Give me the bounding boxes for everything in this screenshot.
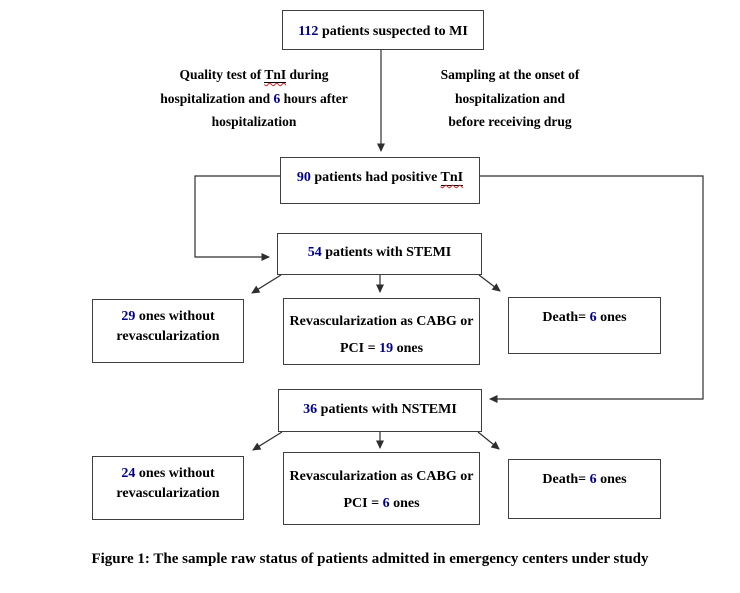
annotation-sampling-line2: hospitalization and [455, 90, 565, 106]
annotation-quality-line2: hospitalization and 6 hours after [140, 87, 368, 111]
nstemi-revasc-line2-post: ones [389, 496, 420, 511]
tni-term: TnI [264, 67, 287, 83]
stemi-no-revasc-count: 29 [121, 309, 136, 324]
stemi-revasc-line2-pre: PCI = [339, 341, 380, 356]
stemi-revasc-line2-post: ones [393, 341, 424, 356]
suspected-count: 112 [298, 24, 319, 39]
nstemi-death-pre: Death= [542, 472, 590, 487]
annotation-sampling: Sampling at the onset of hospitalization… [426, 63, 594, 134]
annotation-quality-test: Quality test of TnI during hospitalizati… [140, 63, 368, 134]
arrow-positive-to-stemi [194, 175, 280, 261]
node-stemi-no-revascularization: 29 ones without revascularization [92, 299, 244, 363]
arrow-positive-to-nstemi [480, 175, 704, 403]
nstemi-no-revasc-line1: ones without [135, 466, 215, 481]
node-stemi-death: Death= 6 ones [508, 297, 661, 354]
stemi-death-post: ones [596, 310, 627, 325]
nstemi-no-revasc-line2: revascularization [116, 486, 220, 502]
node-nstemi-death: Death= 6 ones [508, 459, 661, 519]
arrow-stemi-to-norevasc [251, 274, 282, 294]
node-positive-tni: 90 patients had positive TnI [280, 157, 480, 204]
annotation-quality-line2-num: 6 [273, 90, 281, 106]
stemi-revasc-line2: PCI = 19 ones [284, 335, 479, 362]
annotation-quality-line3: hospitalization [211, 114, 297, 129]
nstemi-revasc-line2: PCI = 6 ones [284, 490, 479, 517]
node-suspected-mi: 112 patients suspected to MI [282, 10, 484, 50]
nstemi-death-count: 6 [589, 472, 597, 487]
annotation-quality-line1-pre: Quality test of [179, 67, 265, 82]
stemi-revasc-line1: Revascularization as CABG or [289, 314, 474, 329]
nstemi-death-post: ones [596, 472, 627, 487]
annotation-quality-line2-pre: hospitalization and [160, 90, 274, 106]
node-stemi: 54 patients with STEMI [277, 233, 482, 275]
positive-tni-count: 90 [296, 170, 311, 185]
tni-term: TnI [440, 170, 464, 186]
annotation-quality-line1-post: during [286, 67, 329, 82]
stemi-death-count: 6 [589, 310, 597, 325]
annotation-sampling-line1: Sampling at the onset of [440, 67, 580, 82]
stemi-label: patients with STEMI [321, 245, 452, 260]
stemi-revasc-count: 19 [379, 341, 394, 356]
stemi-death-pre: Death= [542, 310, 590, 325]
stemi-count: 54 [307, 245, 322, 260]
stemi-no-revasc-line2: revascularization [116, 329, 220, 345]
node-nstemi-no-revascularization: 24 ones without revascularization [92, 456, 244, 520]
nstemi-revasc-line2-pre: PCI = [343, 496, 383, 511]
stemi-no-revasc-line1: ones without [135, 309, 215, 324]
nstemi-count: 36 [303, 402, 318, 417]
nstemi-label: patients with NSTEMI [317, 402, 457, 417]
nstemi-no-revasc-count: 24 [121, 466, 136, 481]
annotation-sampling-line3: before receiving drug [448, 114, 572, 129]
figure-caption: Figure 1: The sample raw status of patie… [91, 551, 649, 567]
node-nstemi-revascularization: Revascularization as CABG or PCI = 6 one… [283, 452, 480, 525]
annotation-quality-line2-post: hours after [280, 90, 348, 106]
arrow-nstemi-to-death [477, 431, 500, 450]
arrow-stemi-to-death [478, 274, 501, 292]
node-stemi-revascularization: Revascularization as CABG or PCI = 19 on… [283, 298, 480, 365]
nstemi-revasc-line1: Revascularization as CABG or [289, 469, 474, 484]
arrow-nstemi-to-norevasc [252, 431, 283, 451]
node-nstemi: 36 patients with NSTEMI [278, 389, 482, 432]
nstemi-revasc-count: 6 [382, 496, 390, 511]
annotation-quality-line1: Quality test of TnI during [140, 63, 368, 87]
positive-tni-label: patients had positive [310, 170, 441, 185]
suspected-label: patients suspected to MI [318, 24, 468, 39]
